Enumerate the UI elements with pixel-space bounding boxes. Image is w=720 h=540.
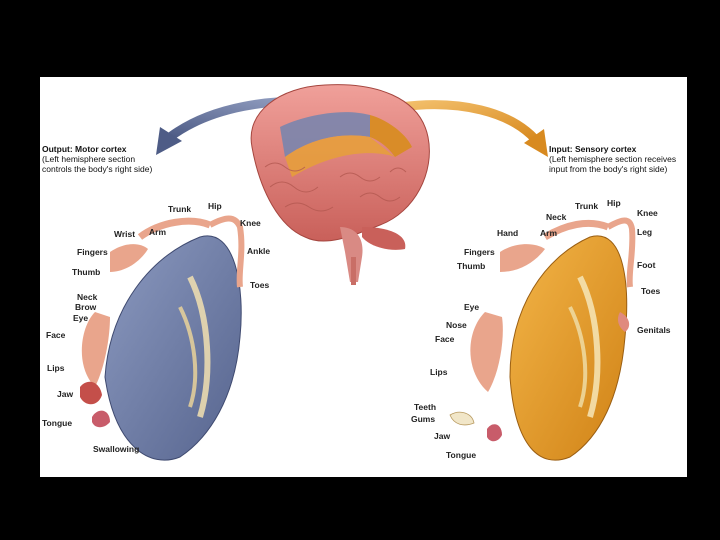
diagram-panel: Output: Motor cortex (Left hemisphere se…	[40, 77, 687, 477]
sensory-label-jaw: Jaw	[434, 431, 450, 441]
motor-label-wrist: Wrist	[114, 229, 135, 239]
sensory-label-knee: Knee	[637, 208, 658, 218]
motor-label-hip: Hip	[208, 201, 222, 211]
sensory-label-fingers: Fingers	[464, 247, 495, 257]
sensory-label-face: Face	[435, 334, 454, 344]
motor-label-thumb: Thumb	[72, 267, 100, 277]
motor-label-jaw: Jaw	[57, 389, 73, 399]
motor-label-toes: Toes	[250, 280, 269, 290]
sensory-label-thumb: Thumb	[457, 261, 485, 271]
motor-label-ankle: Ankle	[247, 246, 270, 256]
sensory-label-trunk: Trunk	[575, 201, 598, 211]
sensory-label-arm: Arm	[540, 228, 557, 238]
motor-label-arm: Arm	[149, 227, 166, 237]
motor-label-brow: Brow	[75, 302, 96, 312]
motor-label-tongue: Tongue	[42, 418, 72, 428]
sensory-label-hip: Hip	[607, 198, 621, 208]
diagram-artwork	[40, 77, 687, 477]
motor-cortex-title: Output: Motor cortex	[42, 144, 152, 154]
motor-label-knee: Knee	[240, 218, 261, 228]
sensory-cortex-subtitle-2: input from the body's right side)	[549, 164, 667, 174]
sensory-label-leg: Leg	[637, 227, 652, 237]
motor-label-fingers: Fingers	[77, 247, 108, 257]
sensory-label-teeth: Teeth	[414, 402, 436, 412]
motor-label-swallowing: Swallowing	[93, 444, 139, 454]
sensory-label-foot: Foot	[637, 260, 655, 270]
sensory-label-lips: Lips	[430, 367, 447, 377]
motor-cortex-subtitle-1: (Left hemisphere section	[42, 154, 135, 164]
sensory-label-tongue: Tongue	[446, 450, 476, 460]
sensory-label-genitals: Genitals	[637, 325, 671, 335]
sensory-cortex-title: Input: Sensory cortex	[549, 144, 676, 154]
sensory-label-eye: Eye	[464, 302, 479, 312]
sensory-cortex-header: Input: Sensory cortex (Left hemisphere s…	[549, 144, 676, 174]
motor-label-trunk: Trunk	[168, 204, 191, 214]
motor-label-eye: Eye	[73, 313, 88, 323]
sensory-label-nose: Nose	[446, 320, 467, 330]
motor-label-neck: Neck	[77, 292, 97, 302]
brain-illustration	[251, 85, 429, 285]
sensory-label-hand: Hand	[497, 228, 518, 238]
motor-cortex-subtitle-2: controls the body's right side)	[42, 164, 152, 174]
motor-cortex-header: Output: Motor cortex (Left hemisphere se…	[42, 144, 152, 174]
sensory-cortex-subtitle-1: (Left hemisphere section receives	[549, 154, 676, 164]
motor-label-face: Face	[46, 330, 65, 340]
sensory-label-toes: Toes	[641, 286, 660, 296]
motor-label-lips: Lips	[47, 363, 64, 373]
sensory-label-gums: Gums	[411, 414, 435, 424]
sensory-label-neck: Neck	[546, 212, 566, 222]
